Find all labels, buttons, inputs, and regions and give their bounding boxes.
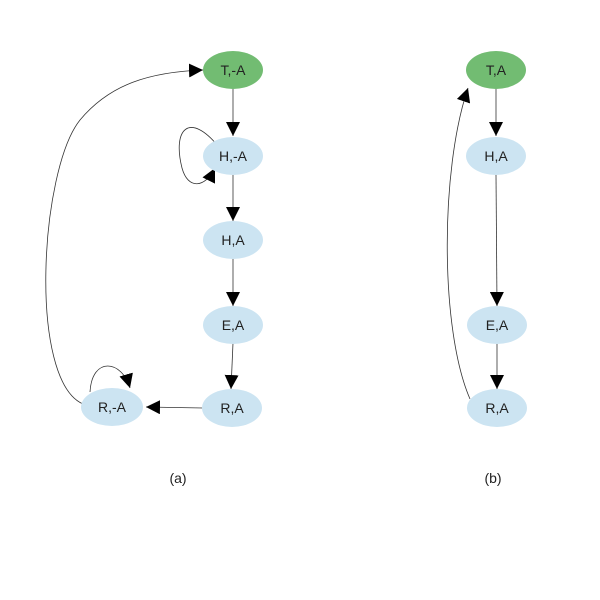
diagram-b: T,A H,A E,A R,A (b) [446, 51, 527, 486]
caption-a: (a) [169, 470, 186, 486]
edge-a-ea-to-ra [224, 342, 239, 390]
edge-a-rnota-self-loop [89, 365, 133, 393]
node-a-h-not-a-label: H,-A [219, 148, 248, 164]
node-b-r-a-label: R,A [485, 400, 509, 416]
edge-a-ra-to-rnota [145, 400, 204, 415]
node-a-e-a: E,A [203, 306, 263, 344]
node-b-e-a: E,A [467, 306, 527, 344]
node-b-e-a-shape [467, 306, 527, 344]
node-b-h-a-label: H,A [484, 148, 508, 164]
node-b-t-a: T,A [466, 51, 526, 89]
caption-b: (b) [484, 470, 501, 486]
edge-a-rnota-to-t [45, 63, 204, 405]
node-a-t-not-a-shape [203, 51, 263, 89]
node-a-r-not-a-shape [81, 388, 143, 426]
edge-a-h-self-loop [178, 127, 219, 185]
node-a-h-not-a: H,-A [203, 137, 263, 175]
edge-b-h-to-ea [489, 174, 504, 307]
node-b-r-a: R,A [467, 389, 527, 427]
diagram-a: T,-A H,-A H,A E,A R,A R,-A (a) [45, 51, 263, 486]
node-a-e-a-shape [203, 306, 263, 344]
node-b-t-a-shape [466, 51, 526, 89]
node-a-h-a: H,A [203, 221, 263, 259]
node-a-t-not-a: T,-A [203, 51, 263, 89]
node-a-r-a-label: R,A [220, 400, 244, 416]
edge-b-ra-to-t [446, 87, 471, 400]
node-a-t-not-a-label: T,-A [221, 62, 247, 78]
node-b-e-a-label: E,A [486, 317, 509, 333]
node-a-r-a-shape [202, 389, 262, 427]
node-b-r-a-shape [467, 389, 527, 427]
node-b-h-a-shape [466, 137, 526, 175]
node-a-h-not-a-shape [203, 137, 263, 175]
node-a-h-a-label: H,A [221, 232, 245, 248]
node-a-r-a: R,A [202, 389, 262, 427]
node-b-t-a-label: T,A [486, 62, 507, 78]
node-a-e-a-label: E,A [222, 317, 245, 333]
node-b-h-a: H,A [466, 137, 526, 175]
node-a-r-not-a: R,-A [81, 388, 143, 426]
node-a-r-not-a-label: R,-A [98, 399, 127, 415]
node-a-h-a-shape [203, 221, 263, 259]
